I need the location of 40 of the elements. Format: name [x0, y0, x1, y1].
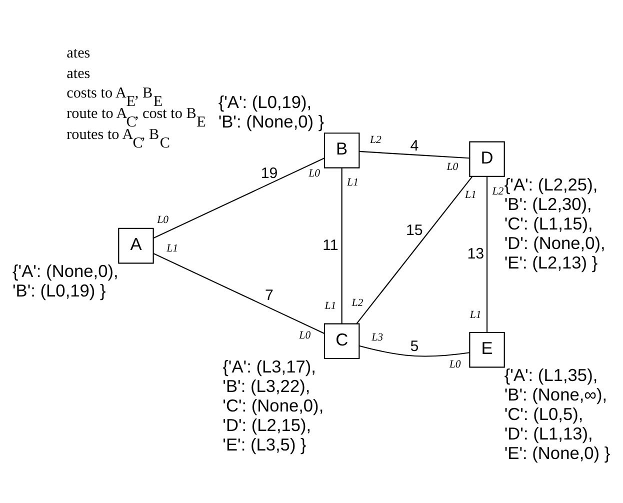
connector	[359, 345, 470, 357]
node-label: {'A': (None,0), 'B': (L0,19) }	[12, 261, 118, 301]
label: L0	[157, 214, 169, 226]
connector	[356, 176, 472, 324]
edge-label: 7	[265, 287, 274, 304]
connector	[153, 252, 325, 334]
label: L0	[449, 358, 461, 371]
edge-label: 4	[410, 138, 419, 155]
connector	[359, 150, 470, 159]
node-box: B	[324, 132, 360, 168]
label: L1	[324, 300, 336, 312]
label: L3	[372, 332, 384, 344]
connector	[486, 176, 488, 332]
label: L0	[308, 168, 320, 180]
label: L0	[446, 160, 458, 173]
connector	[153, 158, 325, 239]
label: L0	[299, 329, 311, 342]
node-label: {'A': (L3,17), 'B': (L3,22), 'C': (None,0), 'D': (L2,15), 'E': (L3,5) }	[222, 356, 324, 454]
node-box: D	[469, 141, 505, 178]
node-box: A	[118, 228, 154, 264]
edge-label: 5	[410, 338, 419, 356]
node-box: E	[469, 332, 505, 368]
node-label: {'A': (L0,19), 'B': (None,0) }	[218, 92, 324, 132]
label: L2	[370, 134, 382, 146]
node-box: C	[324, 323, 360, 360]
node-label: {'A': (L2,25), 'B': (L2,30), 'C': (L1,15), 'D': (None,0), 'E': (L2,13) }	[504, 174, 606, 272]
label: L1	[465, 188, 476, 201]
label: L1	[166, 242, 178, 255]
label: ates	[66, 44, 90, 62]
label: L2	[352, 296, 364, 309]
label: L1	[470, 308, 482, 321]
label: L2	[492, 185, 504, 198]
edge-label: 19	[260, 164, 278, 182]
label: ates	[66, 65, 90, 82]
connector	[341, 168, 342, 324]
edge-label: 11	[322, 236, 338, 254]
edge-label: 13	[467, 245, 484, 262]
label: L1	[347, 176, 358, 189]
edge-label: 15	[406, 222, 423, 240]
node-label: {'A': (L1,35), 'B': (None,∞), 'C': (L0,5), 'D': (L1,13), 'E': (None,0) }	[504, 365, 610, 464]
